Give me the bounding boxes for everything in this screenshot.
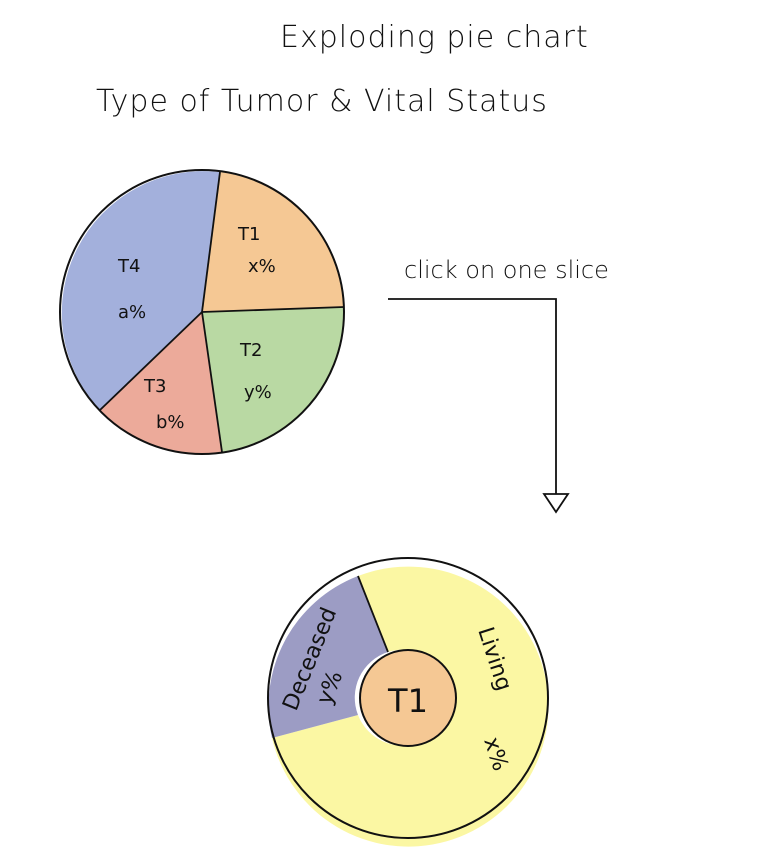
donut-divider (357, 575, 389, 653)
arrow-head-icon (542, 493, 570, 514)
pie-slice-t2[interactable] (202, 307, 345, 452)
click-arrow (388, 298, 570, 514)
donut-center-label: T1 (387, 682, 428, 720)
pie-divider (201, 171, 221, 313)
donut-segment-living[interactable] (272, 566, 549, 847)
diagram-subtitle: Type of Tumor & Vital Status (96, 84, 548, 119)
pie-outline (59, 169, 345, 455)
pie-divider (201, 311, 223, 453)
pie-label-t1-value: x% (248, 256, 276, 277)
pie-chart[interactable]: T4 a% T1 x% T2 y% T3 b% (59, 169, 345, 455)
pie-label-t4-value: a% (118, 302, 146, 323)
donut-center (359, 649, 457, 747)
pie-label-t2-name: T2 (239, 340, 262, 361)
pie-slice-t1[interactable] (202, 172, 344, 312)
pie-divider (99, 311, 203, 411)
pie-label-t4-name: T4 (117, 256, 140, 277)
instruction-text: click on one slice (404, 256, 609, 284)
pie-label-t2-value: y% (244, 382, 272, 403)
pie-slice-t4[interactable] (61, 171, 221, 410)
pie-label-t3-name: T3 (143, 376, 166, 397)
donut-segment-deceased[interactable] (268, 576, 388, 738)
pie-label-t3-value: b% (156, 412, 185, 433)
pie-slice-t3[interactable] (100, 312, 222, 454)
diagram-title: Exploding pie chart (280, 20, 589, 55)
exploded-donut[interactable]: T1 Deceased y% Living x% (267, 557, 549, 847)
pie-divider (201, 306, 345, 313)
donut-outline (267, 557, 549, 839)
pie-label-t1-name: T1 (237, 224, 260, 245)
